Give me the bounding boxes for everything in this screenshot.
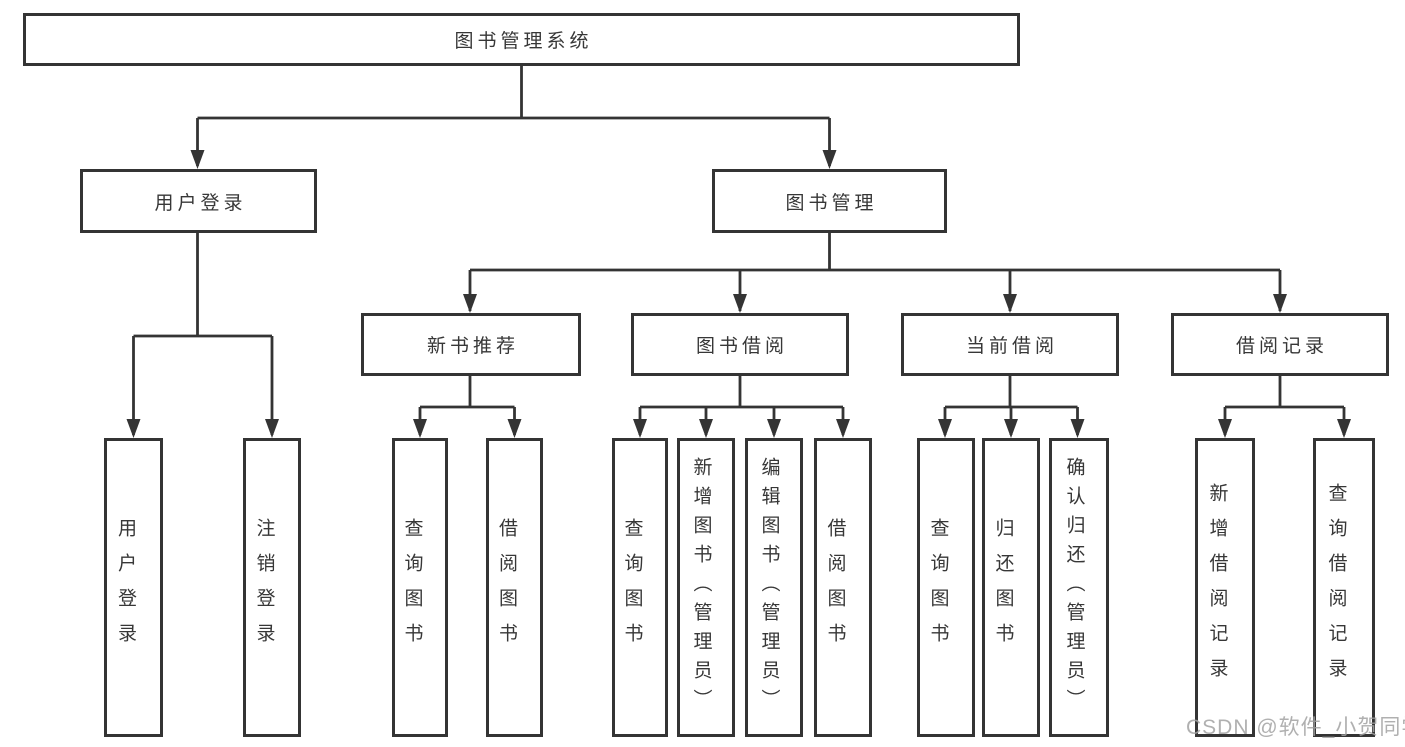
node-label: 用户登录 bbox=[154, 192, 247, 214]
arrowhead-down-icon bbox=[938, 419, 952, 438]
node-query-books-current: 查询图书 bbox=[917, 438, 975, 737]
arrowhead-down-icon bbox=[1004, 419, 1018, 438]
arrowhead-down-icon bbox=[733, 294, 747, 313]
node-label: 新书推荐 bbox=[426, 336, 519, 357]
csdn-watermark: CSDN @软件_小贺同学 bbox=[1186, 716, 1405, 739]
node-label: 新增借阅记录 bbox=[1206, 482, 1228, 693]
node-label: 图书借阅 bbox=[695, 336, 788, 357]
node-label: 归还图书 bbox=[992, 517, 1014, 658]
node-book-borrow: 图书借阅 bbox=[631, 313, 849, 376]
arrowhead-down-icon bbox=[699, 419, 713, 438]
arrowhead-down-icon bbox=[190, 150, 205, 169]
arrowhead-down-icon bbox=[413, 419, 427, 438]
node-library-management-system: 图书管理系统 bbox=[23, 13, 1020, 66]
arrowhead-down-icon bbox=[836, 419, 850, 438]
arrowhead-down-icon bbox=[463, 294, 477, 313]
node-edit-book-admin: 编辑图书（管理员） bbox=[745, 438, 803, 737]
node-label: 确认归还（管理员） bbox=[1063, 457, 1085, 718]
node-current-borrow: 当前借阅 bbox=[901, 313, 1119, 376]
node-label: 图书管理 bbox=[785, 192, 878, 214]
arrowhead-down-icon bbox=[1003, 294, 1017, 313]
arrowhead-down-icon bbox=[1218, 419, 1232, 438]
connector-path bbox=[132, 66, 1346, 435]
node-label: 查询图书 bbox=[621, 517, 643, 658]
node-query-borrow-record: 查询借阅记录 bbox=[1313, 438, 1375, 737]
arrowhead-down-icon bbox=[126, 419, 141, 438]
node-borrow-books-recommend: 借阅图书 bbox=[486, 438, 543, 737]
arrowhead-down-icon bbox=[822, 150, 837, 169]
node-label: 查询图书 bbox=[401, 517, 423, 658]
arrowhead-down-icon bbox=[1273, 294, 1287, 313]
node-label: 当前借阅 bbox=[965, 336, 1058, 357]
node-user-login: 用户登录 bbox=[104, 438, 163, 737]
node-label: 编辑图书（管理员） bbox=[758, 457, 780, 718]
node-label: 注销登录 bbox=[253, 517, 275, 658]
arrowhead-down-icon bbox=[507, 419, 522, 438]
node-add-borrow-record: 新增借阅记录 bbox=[1195, 438, 1255, 737]
arrowhead-down-icon bbox=[633, 419, 647, 438]
node-label: 新增图书（管理员） bbox=[690, 457, 712, 718]
node-label: 查询借阅记录 bbox=[1325, 482, 1347, 693]
node-label: 借阅图书 bbox=[824, 517, 846, 658]
node-borrow-records: 借阅记录 bbox=[1171, 313, 1389, 376]
node-label: 查询图书 bbox=[927, 517, 949, 658]
arrowhead-down-icon bbox=[1337, 419, 1351, 438]
node-label: 借阅记录 bbox=[1235, 336, 1328, 357]
node-borrow-books: 借阅图书 bbox=[814, 438, 872, 737]
node-user-login-group: 用户登录 bbox=[80, 169, 317, 233]
node-return-book: 归还图书 bbox=[982, 438, 1040, 737]
arrowhead-down-icon bbox=[265, 419, 279, 438]
arrowhead-down-icon bbox=[1070, 419, 1085, 438]
node-query-books-borrow: 查询图书 bbox=[612, 438, 668, 737]
arrowhead-down-icon bbox=[767, 419, 781, 438]
node-confirm-return-admin: 确认归还（管理员） bbox=[1049, 438, 1109, 737]
node-label: 用户登录 bbox=[115, 517, 136, 658]
node-label: 图书管理系统 bbox=[454, 31, 593, 52]
node-add-book-admin: 新增图书（管理员） bbox=[677, 438, 735, 737]
node-logout: 注销登录 bbox=[243, 438, 301, 737]
node-label: 借阅图书 bbox=[496, 517, 517, 658]
node-new-book-recommend: 新书推荐 bbox=[361, 313, 581, 376]
node-book-management: 图书管理 bbox=[712, 169, 947, 233]
node-query-books-recommend: 查询图书 bbox=[392, 438, 448, 737]
